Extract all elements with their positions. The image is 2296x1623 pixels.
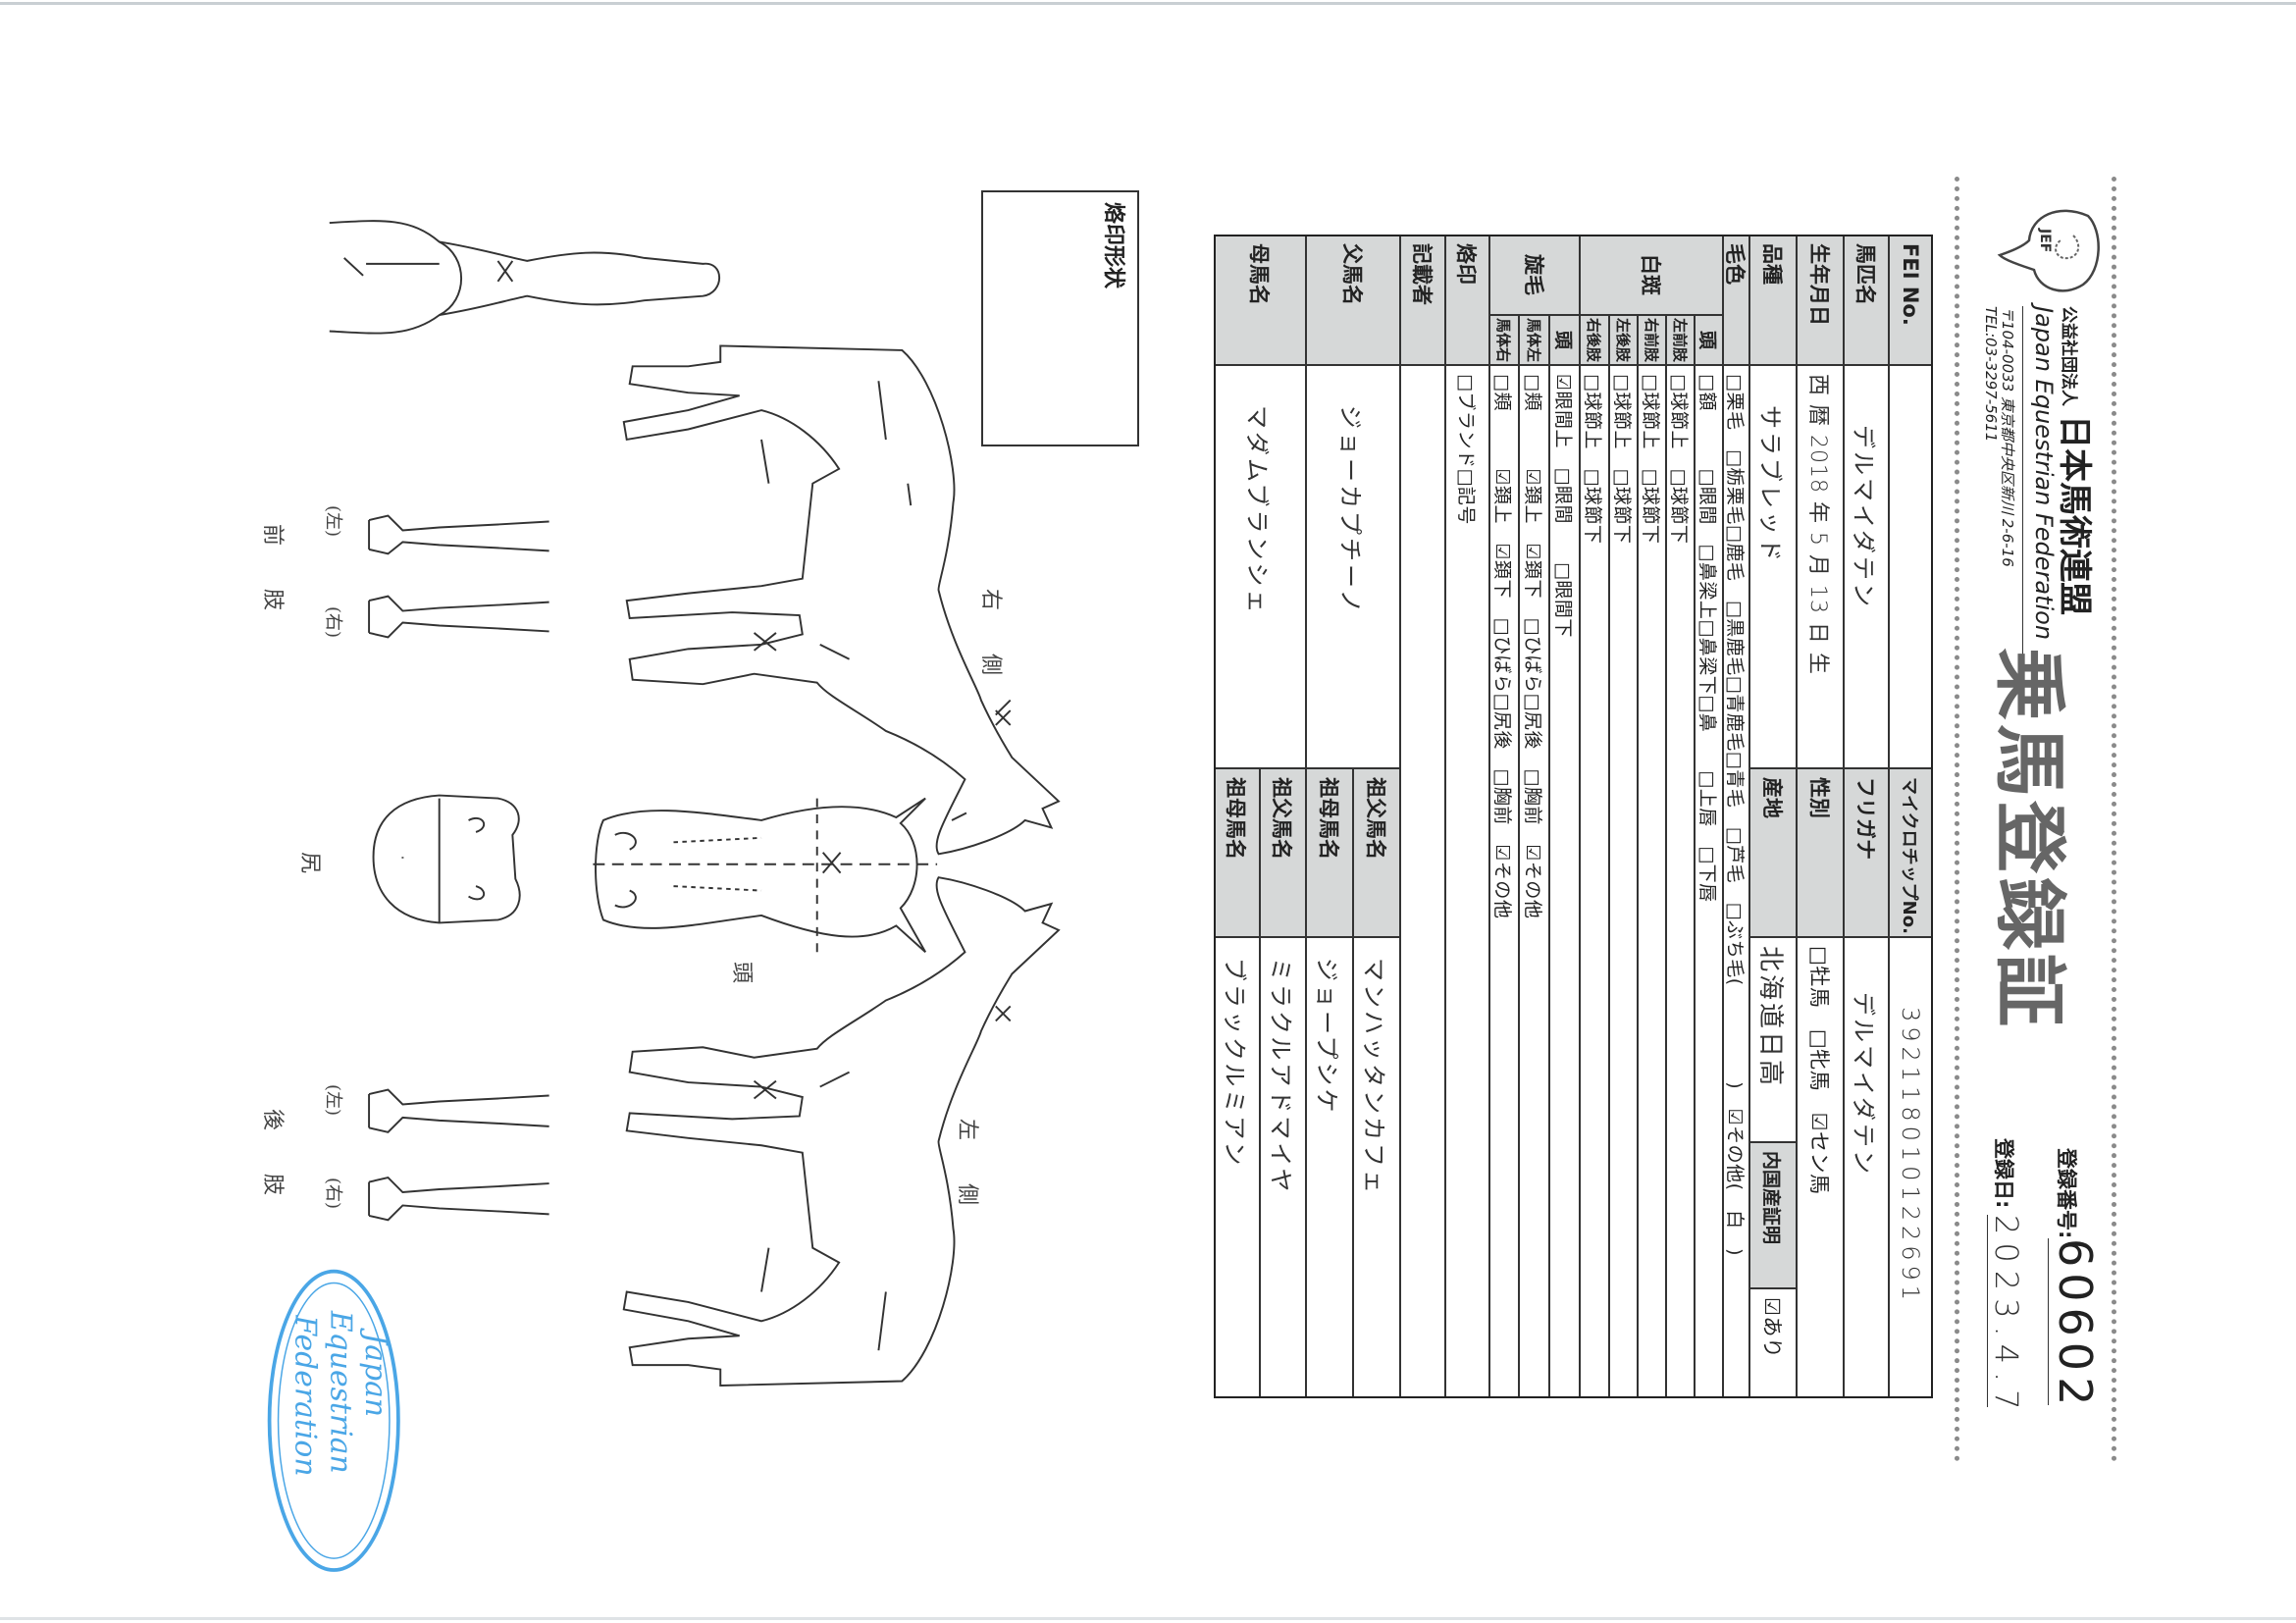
origin-value: 北海道日高 (1749, 937, 1797, 1142)
org-type: 公益社団法人 (2059, 306, 2078, 406)
top-view-drawing (329, 220, 720, 335)
whorl-part-label: 頭 (1549, 315, 1580, 365)
whorl-part-label: 馬体左 (1519, 315, 1549, 365)
brand-value: □ブランド□記号 (1445, 365, 1489, 1398)
whorl-label: 旋毛 (1489, 235, 1580, 315)
domestic-cert-label: 内国産証明 (1749, 1142, 1797, 1288)
breed-value: サラブレッド (1749, 365, 1797, 768)
stamp-line-2: Equestrian (323, 1310, 357, 1474)
whorl-part-options: □頬 ☑頚上 ☑頚下 □ひばら□尻後 □胸前 ☑その他 (1489, 365, 1519, 1398)
page-title: 乗馬登録証 (1987, 648, 2071, 1030)
whorl-part-options: □頬 ☑頚上 ☑頚下 □ひばら□尻後 □胸前 ☑その他 (1519, 365, 1549, 1398)
sex-value: □牡馬 □牝馬 ☑セン馬 (1797, 937, 1844, 1398)
sex-label: 性別 (1797, 768, 1844, 937)
org-divider (2022, 306, 2023, 679)
scan-edge-bottom (0, 1617, 2296, 1620)
white-part-options: □球節上 □球節下 (1666, 365, 1695, 1398)
sire-value: ジョーカプチーノ (1306, 365, 1400, 768)
dam-granddam-label: 祖母馬名 (1214, 768, 1260, 937)
domestic-cert-value: ☑あり (1749, 1288, 1797, 1398)
white-part-options: □球節上 □球節下 (1580, 365, 1609, 1398)
hindleg-label: 後 肢 (260, 1109, 285, 1196)
brand-label: 烙印 (1445, 235, 1489, 365)
microchip-value: 392118010122691 (1889, 937, 1933, 1398)
white-part-options: □球節上 □球節下 (1609, 365, 1638, 1398)
foreleg-right-label: (右) (323, 606, 343, 639)
white-part-label: 頭 (1695, 315, 1723, 365)
reg-number: 60602 (2048, 1238, 2102, 1412)
fei-value (1889, 365, 1933, 768)
org-name-ja: 日本馬術連盟 (2055, 415, 2094, 616)
whorl-part-options: ☑眼間上 □眼間 □眼間下 (1549, 365, 1580, 1398)
dam-grandsire-value: ミラクルアドマイヤ (1260, 937, 1306, 1398)
breed-label: 品種 (1749, 235, 1797, 365)
white-part-options: □球節上 □球節下 (1638, 365, 1666, 1398)
sire-grandsire-label: 祖父馬名 (1353, 768, 1400, 937)
horse-left-side-drawing (622, 876, 1061, 1387)
brand-shape-label: 烙印形状 (1101, 202, 1125, 289)
left-side-label: 左 側 (955, 1119, 979, 1206)
jef-logo: JEF (1995, 201, 2108, 299)
fei-label: FEI No. (1889, 235, 1933, 365)
foreleg-drawings (368, 514, 549, 639)
whorl-part-label: 馬体右 (1489, 315, 1519, 365)
coat-value: □栗毛 □栃栗毛□鹿毛 □黒鹿毛□青鹿毛□青毛 □芦毛 □ぶち毛( ) ☑その他… (1723, 365, 1749, 1398)
origin-label: 産地 (1749, 768, 1797, 937)
horse-right-side-drawing (622, 344, 1061, 856)
sire-granddam-value: ジョープシケ (1306, 937, 1353, 1398)
furigana-label: フリガナ (1844, 768, 1889, 937)
sire-grandsire-value: マンハッタンカフェ (1353, 937, 1400, 1398)
white-part-options: □額 □眼間 □鼻梁上□鼻梁下□鼻 □上唇 □下唇 (1695, 365, 1723, 1398)
white-part-label: 右前肢 (1638, 315, 1666, 365)
head-front-drawing (593, 797, 938, 953)
svg-text:JEF: JEF (2037, 228, 2053, 252)
reg-number-label: 登録番号: (2055, 1148, 2078, 1239)
brand-shape-box: 烙印形状 (981, 190, 1139, 446)
rear-view-drawing (372, 794, 521, 924)
horse-name-label: 馬匹名 (1844, 235, 1889, 365)
rear-label: 尻 (297, 852, 322, 874)
org-address: 〒104-0033 東京都中央区新川 2-6-16 (1999, 306, 2016, 567)
birth-label: 生年月日 (1797, 235, 1844, 365)
hindleg-left-label: (左) (323, 1084, 343, 1117)
sire-granddam-label: 祖母馬名 (1306, 768, 1353, 937)
foreleg-left-label: (左) (323, 505, 343, 538)
dam-grandsire-label: 祖父馬名 (1260, 768, 1306, 937)
recorder-value (1400, 365, 1445, 1398)
right-side-label: 右 側 (978, 589, 1003, 676)
white-part-label: 右後肢 (1580, 315, 1609, 365)
foreleg-label: 前 肢 (260, 524, 285, 611)
dam-label: 母馬名 (1214, 235, 1306, 365)
org-name: 公益社団法人 日本馬術連盟 (2054, 306, 2102, 615)
coat-label: 毛色 (1723, 235, 1749, 365)
furigana-value: デルマイダテン (1844, 937, 1889, 1398)
recorder-label: 記載者 (1400, 235, 1445, 365)
federation-stamp: Japan Equestrian Federation (267, 1269, 400, 1572)
dam-granddam-value: ブラックルミアン (1214, 937, 1260, 1398)
dotted-border-top (2112, 177, 2116, 1462)
dam-value: マダムブランシェ (1214, 365, 1306, 768)
stamp-line-3: Federation (287, 1314, 322, 1476)
white-part-label: 左後肢 (1609, 315, 1638, 365)
head-label: 頭 (729, 962, 754, 984)
reg-date: 2023.4.7 (1987, 1215, 2025, 1418)
org-name-en: Japan Equestrian Federation (2030, 306, 2058, 641)
stamp-line-1: Japan (358, 1327, 392, 1417)
hindleg-drawings (368, 1088, 549, 1222)
white-part-label: 左前肢 (1666, 315, 1695, 365)
reg-date-label: 登録日: (1992, 1138, 2015, 1209)
horse-name-value: デルマイダテン (1844, 365, 1889, 768)
hindleg-right-label: (右) (323, 1178, 343, 1210)
white-markings-label: 白斑 (1580, 235, 1723, 315)
org-tel: TEL:03-3297-5611 (1982, 306, 2000, 443)
birth-value: 西 暦 2018 年 5 月 13 日 生 (1797, 365, 1844, 768)
dotted-border-bottom (1955, 177, 1959, 1462)
sire-label: 父馬名 (1306, 235, 1400, 365)
scan-edge-top (0, 2, 2296, 5)
microchip-label: マイクロチップNo. (1889, 768, 1933, 937)
